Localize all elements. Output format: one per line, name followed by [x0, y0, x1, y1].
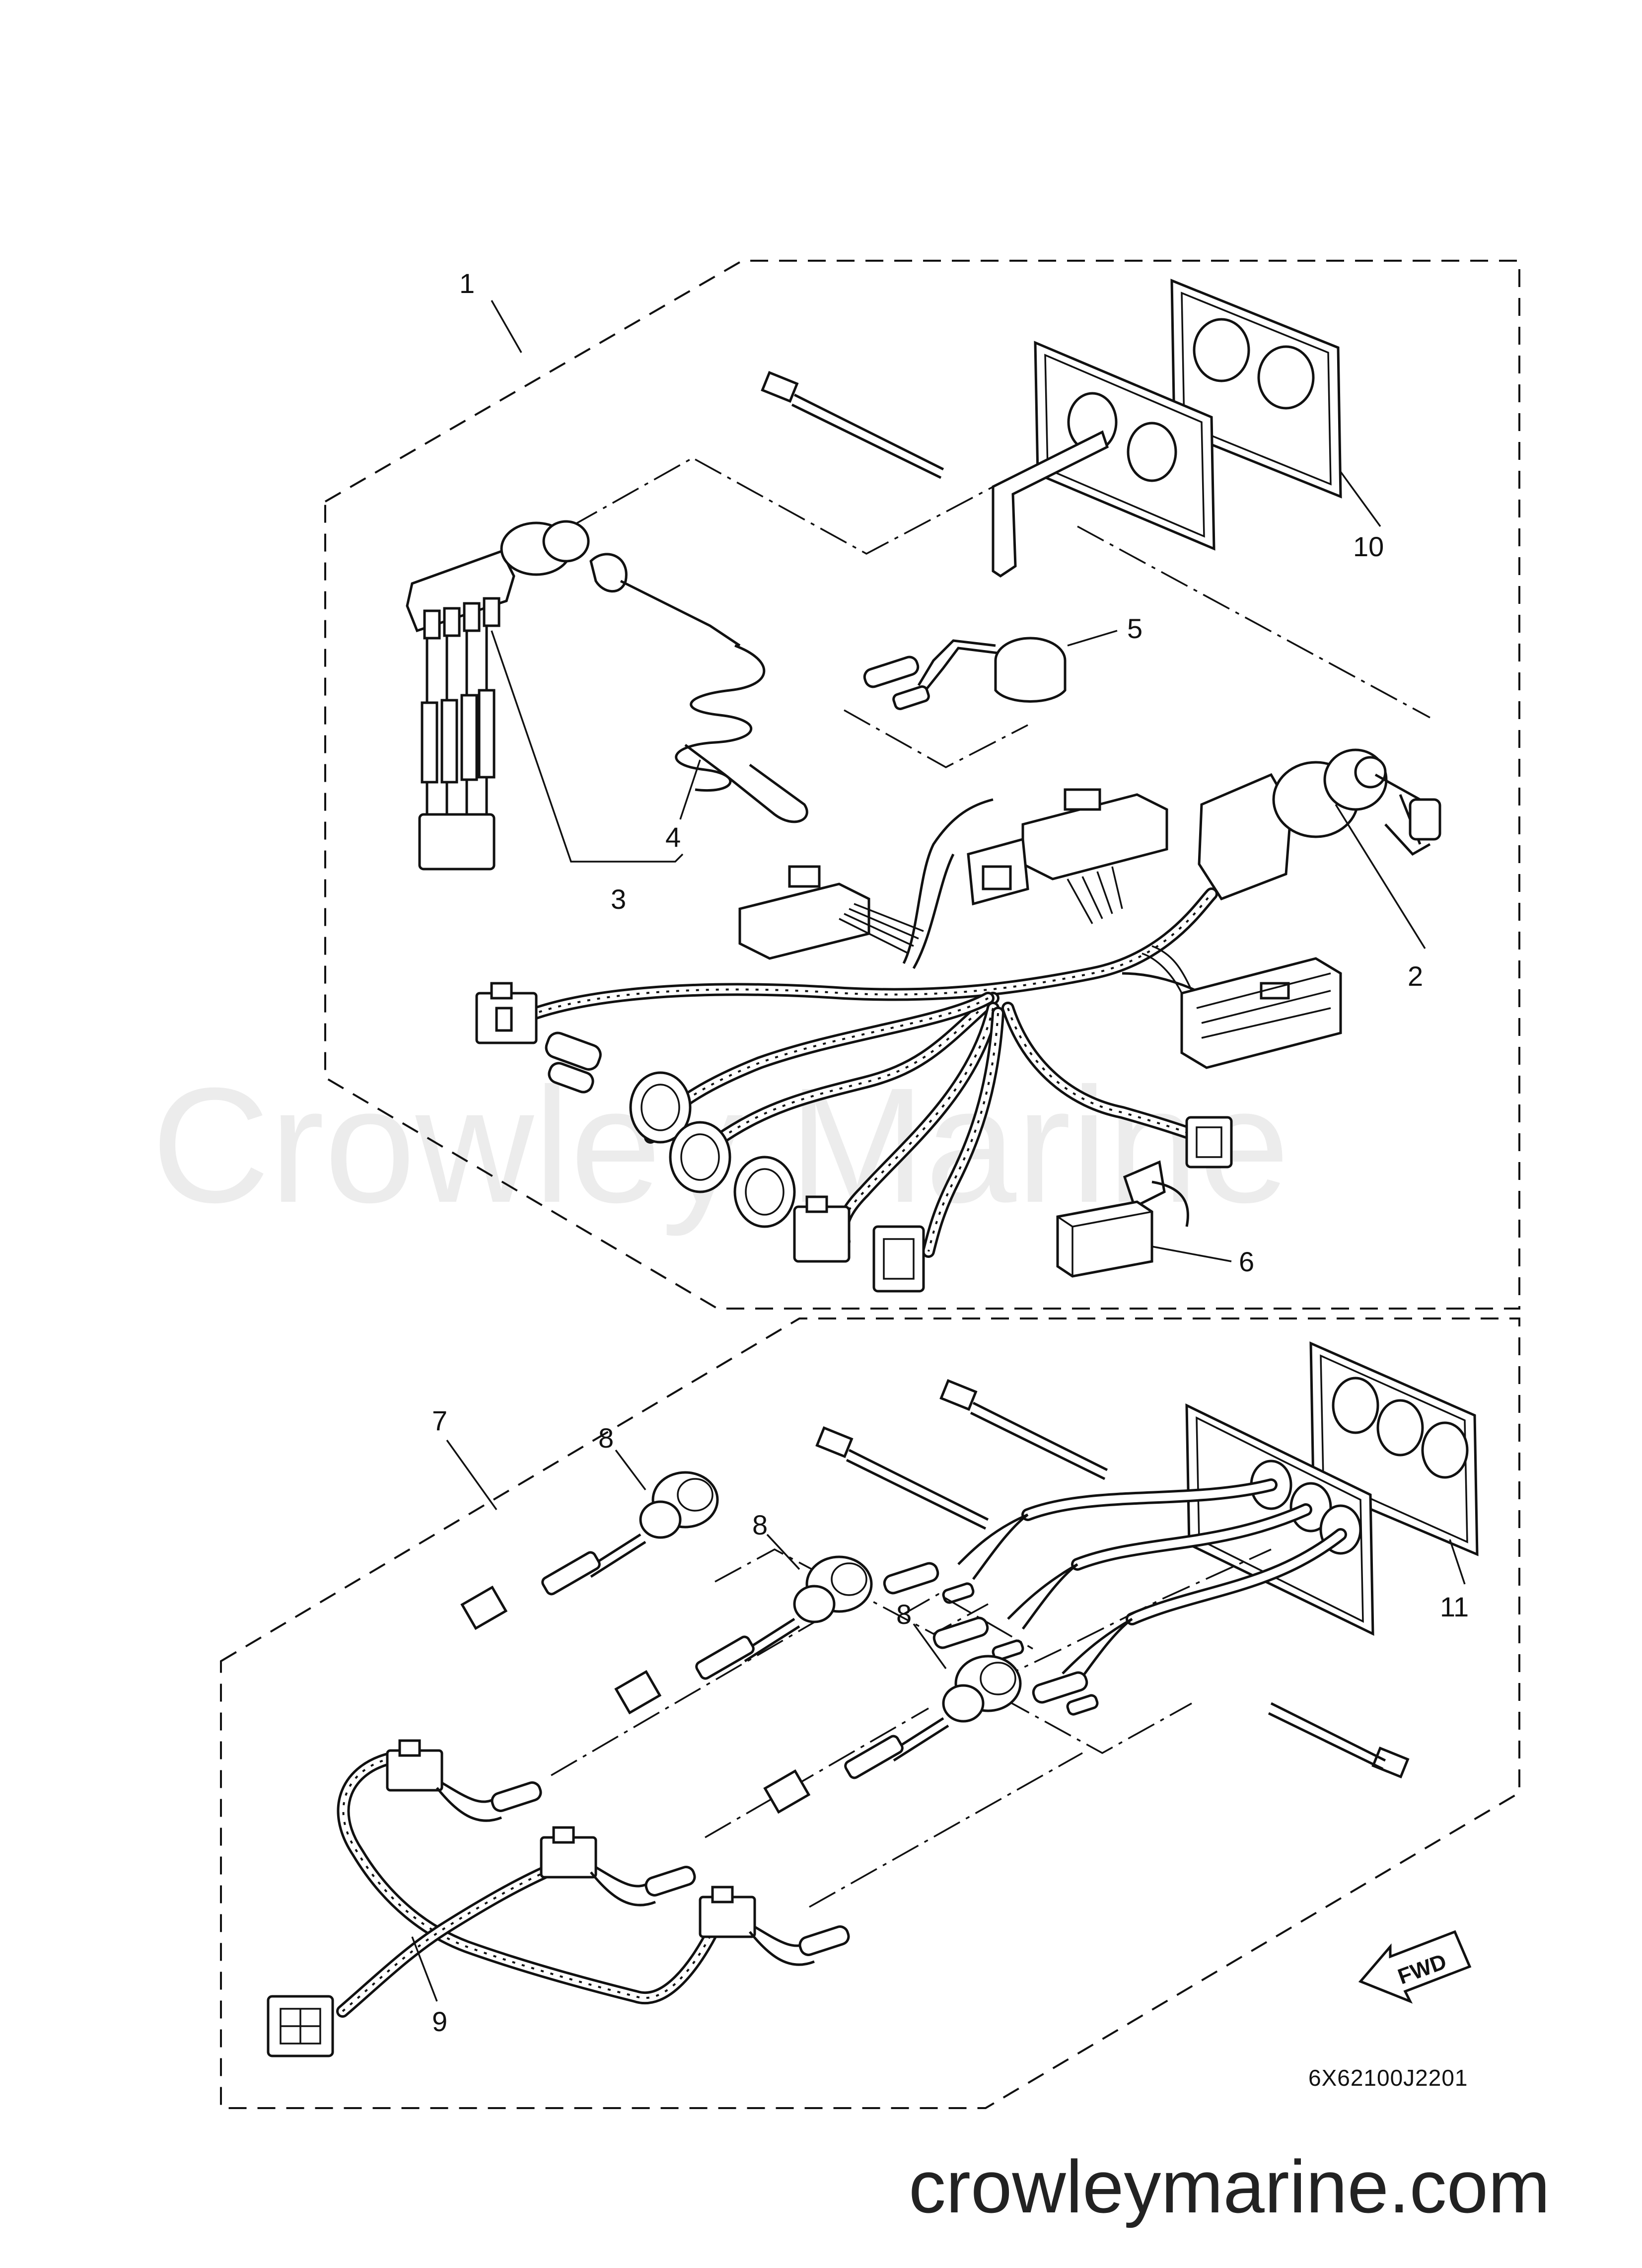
callout-4: 4 [665, 821, 681, 853]
callout-5: 5 [1127, 613, 1142, 644]
leader-8a [615, 1449, 646, 1491]
leader-4 [679, 759, 701, 820]
callout-1: 1 [459, 268, 475, 299]
callout-8c: 8 [896, 1599, 912, 1630]
upper-assembly-group: 1 10 5 4 3 2 6 [324, 260, 1520, 1310]
sensor-connector-2 [614, 1555, 873, 1715]
leader-10 [1340, 471, 1381, 527]
relay-block [1056, 1160, 1189, 1278]
callout-3: 3 [611, 883, 626, 915]
leader-line [1002, 1697, 1192, 1754]
lower-assembly-group: FWD 7 8 8 8 9 11 [220, 1317, 1520, 2109]
leader-line [551, 1598, 855, 1776]
website-text: crowleymarine.com [909, 2145, 1550, 2228]
callout-10: 10 [1353, 531, 1384, 562]
drawing-code: 6X62100J2201 [1308, 2065, 1468, 2091]
panel-plate [1170, 279, 1342, 499]
callout-8b: 8 [752, 1509, 768, 1540]
leader-line [705, 1707, 929, 1838]
lower-group-boundary [220, 1317, 1520, 2109]
lanyard [589, 553, 808, 823]
cable-tie-upper [761, 370, 944, 479]
connector-blocks-upper [475, 788, 1342, 1293]
upper-group-boundary [324, 260, 1520, 1310]
fwd-arrow: FWD [1358, 1930, 1472, 2004]
callout-11: 11 [1440, 1591, 1469, 1622]
main-switch [1198, 748, 1441, 901]
sensor-connector-1 [460, 1471, 719, 1630]
leader-line [1077, 525, 1430, 719]
leader-6 [1151, 1245, 1232, 1262]
leader-11 [1449, 1539, 1466, 1585]
callout-9: 9 [432, 2006, 447, 2037]
round-connectors [629, 1071, 796, 1228]
switch-assembly [406, 520, 590, 871]
lower-panel-plate [1309, 1341, 1479, 1556]
cable-ties-lower [815, 1379, 1410, 1779]
extension-harness [267, 1739, 850, 2057]
leader-3 [491, 630, 684, 863]
leader-8b [766, 1534, 800, 1570]
lower-wires [883, 1478, 1347, 1716]
buzzer [844, 637, 1067, 768]
leader-8c [913, 1623, 947, 1670]
leader-line [695, 458, 999, 555]
callout-2: 2 [1408, 960, 1423, 992]
sensor-connector-3 [763, 1655, 1022, 1814]
leader-line [571, 458, 691, 527]
leader-2 [1335, 804, 1426, 949]
leader-7 [446, 1439, 498, 1511]
bracket [992, 430, 1109, 578]
callout-6: 6 [1239, 1246, 1254, 1277]
leader-1 [491, 300, 522, 353]
leader-line [903, 1593, 1033, 1650]
leader-line [809, 1752, 1083, 1908]
callout-7: 7 [432, 1405, 447, 1436]
leader-5 [1067, 630, 1118, 647]
callout-8a: 8 [598, 1422, 614, 1454]
leader-9 [411, 1936, 438, 2002]
